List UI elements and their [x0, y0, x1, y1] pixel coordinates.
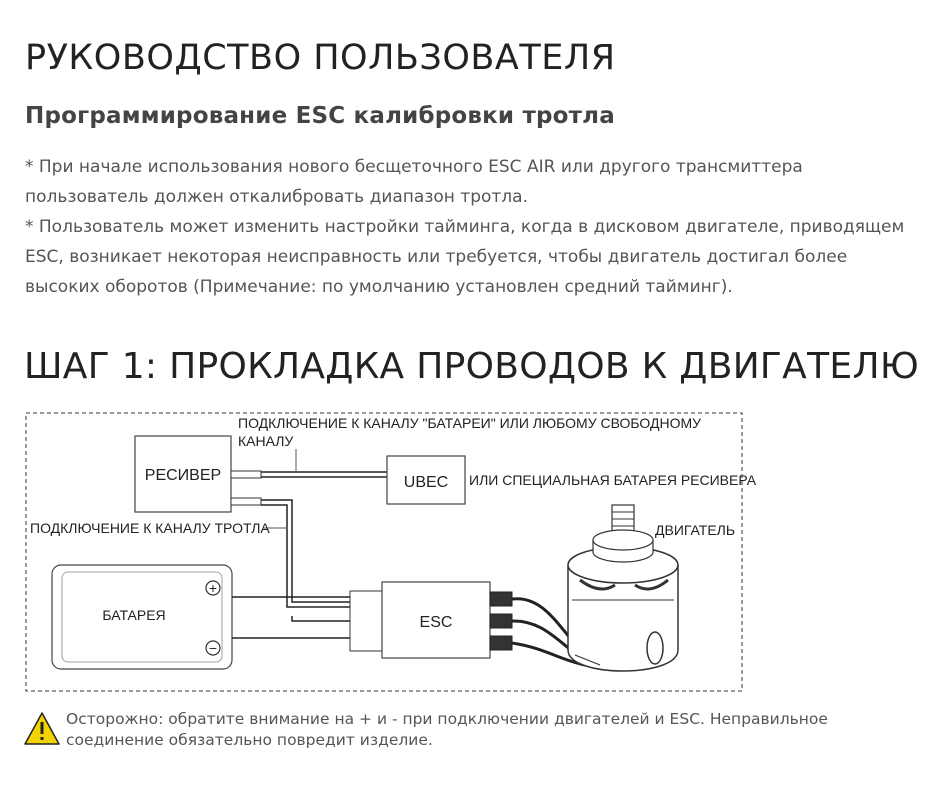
paragraph-timing: * Пользователь может изменить настройки … [25, 217, 905, 297]
paragraph-calibration: * При начале использования нового бесщет… [25, 157, 803, 207]
receiver-connector-throttle [230, 497, 262, 506]
motor-label: ДВИГАТЕЛЬ [655, 522, 735, 538]
esc-label: ESC [420, 614, 453, 631]
ubec-box [386, 455, 466, 505]
receiver-label: РЕСИВЕР [145, 467, 221, 484]
receiver-battery-label: ИЛИ СПЕЦИАЛЬНАЯ БАТАРЕЯ РЕСИВЕРА [469, 472, 757, 488]
throttle-channel-label: ПОДКЛЮЧЕНИЕ К КАНАЛУ ТРОТЛА [30, 520, 270, 536]
battery-channel-label-2: КАНАЛУ [238, 433, 293, 449]
warning-icon [24, 712, 60, 745]
battery-minus-terminal [205, 640, 221, 656]
battery-channel-label: ПОДКЛЮЧЕНИЕ К КАНАЛУ "БАТАРЕИ" ИЛИ ЛЮБОМ… [238, 415, 701, 431]
battery-label: БАТАРЕЯ [102, 607, 165, 623]
battery-plus-terminal [205, 580, 221, 596]
warning-text: Осторожно: обратите внимание на + и - пр… [66, 710, 828, 749]
minus-symbol: − [209, 640, 217, 656]
ubec-label: UBEC [404, 474, 448, 491]
plus-symbol: + [209, 580, 217, 596]
motor-illustration [567, 504, 679, 672]
battery-box [51, 564, 233, 670]
page-subtitle: Программирование ESC калибровки тротла [25, 103, 615, 129]
page-title: РУКОВОДСТВО ПОЛЬЗОВАТЕЛЯ [25, 38, 616, 78]
diagram-frame [25, 412, 743, 692]
step-title: ШАГ 1: ПРОКЛАДКА ПРОВОДОВ К ДВИГАТЕЛЮ [24, 346, 919, 387]
receiver-box [134, 435, 232, 513]
receiver-connector-battery [230, 470, 262, 479]
esc-box [381, 581, 491, 659]
